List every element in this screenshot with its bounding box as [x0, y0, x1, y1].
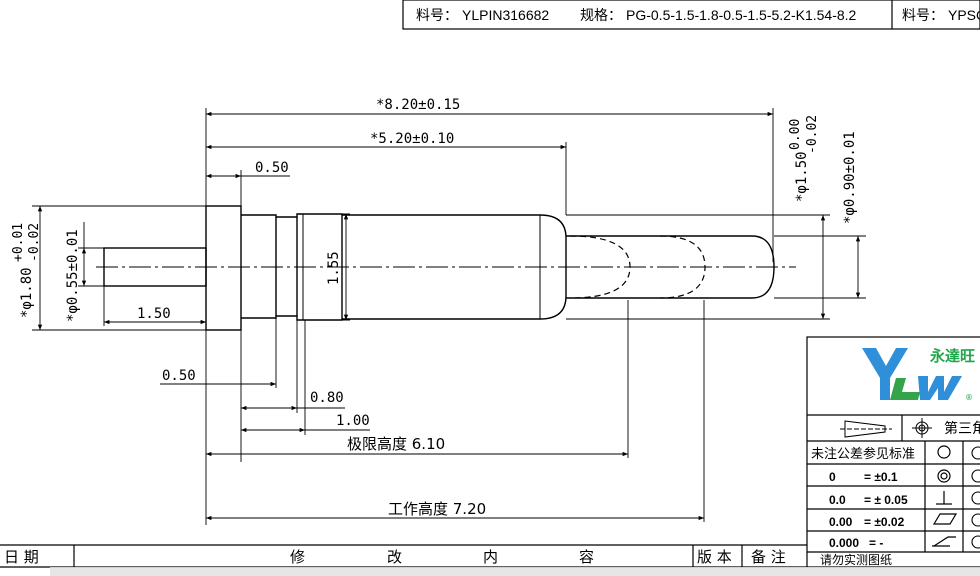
dim-tail-dia: *φ0.55±0.01	[65, 229, 81, 322]
revision-bar	[0, 544, 807, 568]
dim-flange-dia: *φ1.80	[19, 267, 35, 318]
dim-body-dia: 1.55	[326, 251, 342, 285]
dim-barrel-dia-tol-upper: 0.00	[788, 119, 803, 150]
dim-flange-dia-tol-upper: +0.01	[11, 223, 26, 262]
dim-groove-end: 1.00	[336, 413, 370, 429]
header-block: 料号： YLPIN316682 规格： PG-0.5-1.5-1.8-0.5-1…	[402, 0, 980, 30]
rev-inner: 内	[483, 548, 498, 566]
part-no-value-2: YPSO	[948, 7, 980, 23]
svg-text:®: ®	[965, 393, 973, 402]
drawing-notice: 请勿实测图纸	[820, 552, 892, 567]
rev-remarks: 备 注	[751, 548, 786, 566]
dim-limit-height: 极限高度 6.10	[347, 435, 445, 453]
dim-tail-length: 1.50	[137, 306, 171, 322]
tolerance-heading: 未注公差参见标准	[811, 446, 915, 462]
dimension-lines	[37, 111, 861, 521]
dim-barrel-dia: *φ1.50	[794, 151, 810, 202]
horizontal-scrollbar[interactable]	[50, 567, 980, 576]
company-logo: 永達旺 ®	[862, 347, 975, 402]
tolerance-right-col	[971, 446, 980, 549]
dimension-texts: *8.20±0.15 *5.20±0.10 0.50 1.50 0.50 0.8…	[11, 97, 858, 518]
dim-plunger-dia: *φ0.90±0.01	[842, 131, 858, 224]
revision-labels: 日 期 修 改 内 容 版 本 备 注	[4, 548, 786, 566]
projection-label: 第三角	[944, 420, 980, 437]
tol-value-2: = ±0.02	[864, 515, 905, 529]
dim-working-height: 工作高度 7.20	[388, 500, 486, 518]
tol-precision-1: 0.0	[829, 493, 846, 507]
spec-label: 规格：	[580, 7, 622, 23]
logo-text: 永達旺	[929, 347, 975, 365]
tol-precision-0: 0	[829, 470, 836, 484]
dim-total-length: *8.20±0.15	[376, 97, 460, 113]
rev-modify: 修	[290, 548, 305, 566]
dim-groove-offset: 0.50	[162, 368, 196, 384]
tol-value-0: = ±0.1	[864, 470, 898, 484]
tolerance-rows: 0 = ±0.1 0.0 = ± 0.05 0.00 = ±0.02 0.000…	[829, 470, 908, 550]
part-no-label-2: 料号：	[902, 7, 944, 23]
tol-value-3: = -	[869, 536, 883, 550]
dim-barrel-dia-tol-lower: -0.02	[805, 115, 820, 154]
part-outline	[103, 205, 775, 331]
dim-flange-width: 0.50	[255, 160, 289, 176]
tol-precision-2: 0.00	[829, 515, 853, 529]
rev-content: 容	[579, 548, 594, 566]
rev-date: 日 期	[4, 548, 39, 566]
dim-flange-dia-tol-lower: -0.02	[27, 223, 42, 262]
projection-symbol	[840, 418, 932, 438]
rev-change: 改	[387, 548, 402, 566]
tol-precision-3: 0.000	[829, 536, 859, 550]
spec-value: PG-0.5-1.5-1.8-0.5-1.5-5.2-K1.54-8.2	[626, 7, 857, 23]
dim-groove-width: 0.80	[310, 390, 344, 406]
dim-barrel-length: *5.20±0.10	[370, 131, 454, 147]
tol-value-1: = ± 0.05	[864, 493, 908, 507]
flange	[205, 205, 242, 331]
extension-lines	[32, 108, 866, 525]
part-no-label: 料号：	[416, 7, 458, 23]
rev-version: 版 本	[697, 548, 732, 566]
tolerance-symbols	[932, 445, 958, 547]
part-no-value: YLPIN316682	[462, 7, 549, 23]
